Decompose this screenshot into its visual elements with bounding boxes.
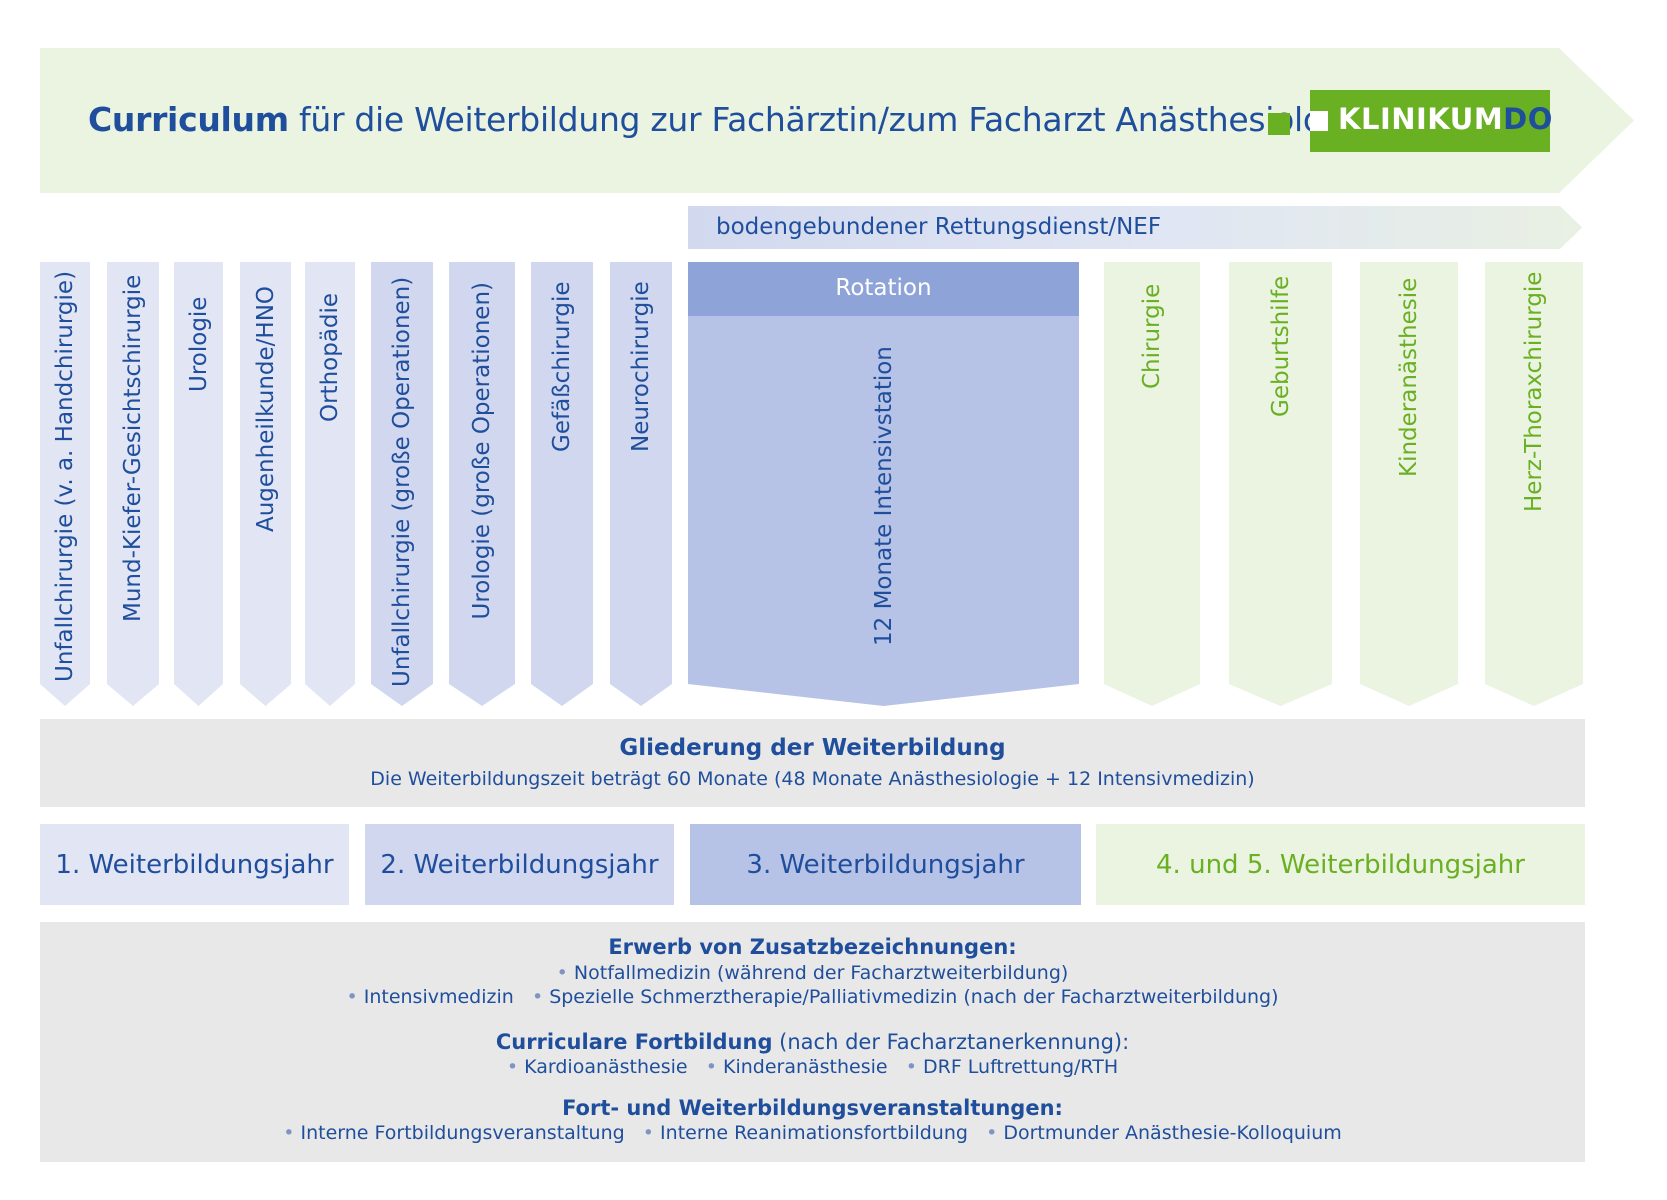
- gliederung-title: Gliederung der Weiterbildung: [619, 735, 1006, 761]
- bullet-icon: •: [506, 1056, 525, 1078]
- rotation-header: [688, 262, 1079, 316]
- info-box: [40, 922, 1585, 1162]
- fort-item: Interne Fortbildungsveranstaltung: [300, 1122, 625, 1144]
- logo-text: KLINIKUMDO: [1338, 102, 1553, 136]
- fort-item: Dortmunder Anästhesie-Kolloquium: [1003, 1122, 1342, 1144]
- rotation-arrow-year2: Urologie (große Operationen): [449, 262, 515, 706]
- rotation-arrow-year1: Orthopädie: [305, 262, 355, 706]
- zusatz-item: Intensivmedizin: [363, 986, 514, 1008]
- zusatz-line-2: • Intensivmedizin • Spezielle Schmerzthe…: [40, 986, 1585, 1008]
- logo-accent: DO: [1503, 102, 1553, 136]
- rettungsdienst-arrow: [688, 206, 1582, 249]
- zusatz-title: Erwerb von Zusatzbezeichnungen:: [608, 935, 1017, 959]
- bullet-icon: •: [346, 986, 364, 1008]
- year-box-45: 4. und 5. Weiterbildungsjahr: [1096, 824, 1585, 905]
- bullet-icon: •: [283, 1122, 301, 1144]
- rotation-arrow-year2: Unfallchirurgie (große Operationen): [371, 262, 433, 706]
- bullet-icon: •: [556, 962, 574, 984]
- rettungsdienst-label: bodengebundener Rettungsdienst/NEF: [716, 214, 1162, 240]
- rotation-label: Urologie (große Operationen): [469, 282, 495, 620]
- rotation-label: Urologie: [185, 296, 212, 392]
- rotation-label: Unfallchirurgie (große Operationen): [389, 276, 415, 687]
- curricular-item: Kinderanästhesie: [722, 1056, 888, 1078]
- fort-item: Interne Reanimationsfortbildung: [660, 1122, 968, 1144]
- gliederung-subtitle: Die Weiterbildungszeit beträgt 60 Monate…: [370, 768, 1255, 790]
- curricular-title-rest: (nach der Facharztanerkennung):: [772, 1030, 1130, 1054]
- fort-title: Fort- und Weiterbildungsveranstaltungen:: [562, 1096, 1063, 1120]
- logo-square-icon: [1268, 113, 1290, 135]
- rotation-label: Unfallchirurgie (v. a. Handchirurgie): [52, 270, 78, 682]
- bullet-icon: •: [893, 1056, 923, 1078]
- rotation-label: Geburtshilfe: [1267, 275, 1294, 417]
- rotation-arrow-year45: Geburtshilfe: [1229, 262, 1332, 706]
- page-title: Curriculum für die Weiterbildung zur Fac…: [88, 100, 1373, 139]
- year-box-2: 2. Weiterbildungsjahr: [365, 824, 674, 905]
- klinikum-do-logo: [1310, 90, 1550, 152]
- rotation-arrow-year2: Gefäßchirurgie: [531, 262, 593, 706]
- zusatz-item: Spezielle Schmerztherapie/Palliativmediz…: [549, 986, 1279, 1008]
- rotation-arrow-year1: Urologie: [174, 262, 223, 706]
- rotation-intensiv-arrow: 12 Monate Intensivstation: [688, 262, 1079, 706]
- intensiv-label: 12 Monate Intensivstation: [870, 346, 897, 646]
- fort-line: • Interne Fortbildungsveranstaltung • In…: [40, 1122, 1585, 1144]
- rotation-label: Herz-Thoraxchirurgie: [1521, 271, 1547, 512]
- curricular-item: Kardioanästhesie: [524, 1056, 688, 1078]
- rotation-arrow-year45: Chirurgie: [1104, 262, 1200, 706]
- title-bold: Curriculum: [88, 100, 289, 139]
- zusatz-line-1: • Notfallmedizin (während der Facharztwe…: [40, 962, 1585, 984]
- rotation-arrow-year1: Augenheilkunde/HNO: [240, 262, 291, 706]
- rotation-arrow-year1: Unfallchirurgie (v. a. Handchirurgie): [40, 262, 90, 706]
- curricular-title: Curriculare Fortbildung (nach der Fachar…: [40, 1030, 1585, 1054]
- rotation-label: Orthopädie: [317, 292, 343, 422]
- rotation-arrow-year2: Neurochirurgie: [610, 262, 672, 706]
- gliederung-box: [40, 719, 1585, 807]
- curricular-line: • Kardioanästhesie • Kinderanästhesie • …: [40, 1056, 1585, 1078]
- title-rest: für die Weiterbildung zur Fachärztin/zum…: [288, 100, 1373, 139]
- rotation-label: Kinderanästhesie: [1396, 277, 1422, 477]
- bullet-icon: •: [519, 986, 550, 1008]
- rotation-arrow-year1: Mund-Kiefer-Gesichtschirurgie: [107, 262, 159, 706]
- bullet-icon: •: [630, 1122, 661, 1144]
- year-box-1: 1. Weiterbildungsjahr: [40, 824, 349, 905]
- year-box-3: 3. Weiterbildungsjahr: [690, 824, 1081, 905]
- rotation-label: Mund-Kiefer-Gesichtschirurgie: [120, 274, 146, 622]
- bullet-icon: •: [973, 1122, 1004, 1144]
- logo-main: KLINIKUM: [1338, 102, 1504, 136]
- rotation-label: Neurochirurgie: [628, 281, 654, 452]
- rotation-arrow-year45: Herz-Thoraxchirurgie: [1485, 262, 1583, 706]
- rotation-label: Chirurgie: [1139, 283, 1165, 389]
- curricular-title-bold: Curriculare Fortbildung: [495, 1030, 773, 1054]
- rotation-label: Augenheilkunde/HNO: [252, 285, 279, 532]
- curricular-item: DRF Luftrettung/RTH: [922, 1056, 1119, 1078]
- rotation-header-label: Rotation: [835, 275, 932, 301]
- zusatz-item: Notfallmedizin (während der Facharztweit…: [573, 962, 1069, 984]
- bullet-icon: •: [693, 1056, 723, 1078]
- rotation-arrow-year45: Kinderanästhesie: [1360, 262, 1458, 706]
- logo-notch-icon: [1310, 111, 1328, 131]
- rotation-label: Gefäßchirurgie: [549, 281, 575, 452]
